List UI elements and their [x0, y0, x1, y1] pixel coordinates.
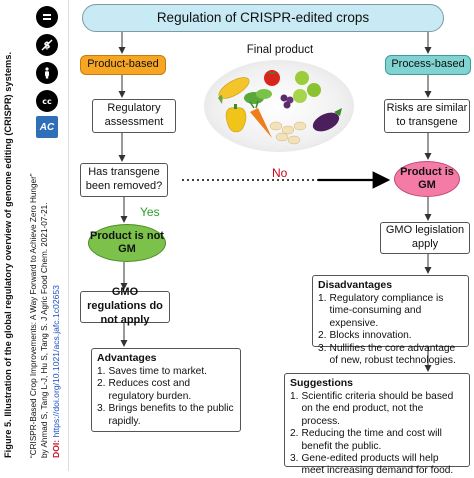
- list-item: 1. Saves time to market.: [97, 366, 235, 378]
- advantages-title: Advantages: [97, 352, 157, 364]
- list-item-number: 3.: [97, 403, 106, 415]
- svg-text:cc: cc: [42, 97, 52, 106]
- list-item: 3. Gene-edited products will help meet i…: [290, 453, 464, 478]
- regulatory-assessment-box: Regulatory assessment: [92, 99, 176, 133]
- list-item-number: 1.: [290, 390, 299, 402]
- list-item-text: Reduces cost and regulatory burden.: [108, 378, 192, 402]
- eggplant-icon: [312, 108, 342, 132]
- green-apples-icon: [293, 71, 321, 103]
- berries-icon: [280, 94, 294, 109]
- disadvantages-panel: Disadvantages 1. Regulatory compliance i…: [312, 275, 469, 366]
- yes-label: Yes: [140, 205, 160, 219]
- list-item-text: Blocks innovation.: [329, 330, 412, 342]
- gmo-legislation-apply-box: GMO legislation apply: [380, 222, 470, 254]
- list-item-number: 2.: [97, 378, 106, 390]
- svg-text:$: $: [44, 41, 51, 52]
- suggestions-title: Suggestions: [290, 377, 354, 389]
- greens-icon: [244, 89, 272, 104]
- carrot-icon: [249, 100, 272, 138]
- final-product-label: Final product: [246, 44, 314, 56]
- corn-icon: [218, 77, 250, 104]
- advantages-panel: Advantages 1. Saves time to market. 2. R…: [91, 348, 241, 432]
- product-based-header: Product-based: [80, 55, 166, 75]
- list-item: 2. Reducing the time and cost will benef…: [290, 428, 464, 453]
- list-item-text: Nullifies the core advantage of new, rob…: [329, 342, 456, 366]
- list-item-number: 2.: [318, 330, 327, 342]
- list-item: 1. Regulatory compliance is time-consumi…: [318, 293, 463, 330]
- process-based-header: Process-based: [385, 55, 471, 75]
- cc-nd-icon[interactable]: [36, 6, 58, 28]
- list-item-number: 1.: [97, 365, 106, 377]
- list-item-number: 3.: [318, 342, 327, 354]
- cc-by-icon[interactable]: [36, 62, 58, 84]
- disadvantages-title: Disadvantages: [318, 279, 393, 291]
- final-product-illustration: [204, 60, 354, 152]
- list-item-text: Saves time to market.: [108, 365, 208, 377]
- list-item-number: 2.: [290, 428, 299, 440]
- list-item-text: Scientific criteria should be based on t…: [301, 390, 454, 427]
- bell-pepper-icon: [225, 104, 247, 133]
- risks-similar-box: Risks are similar to transgene: [384, 99, 470, 133]
- cc-icon[interactable]: cc: [36, 90, 58, 112]
- list-item: 1. Scientific criteria should be based o…: [290, 391, 464, 428]
- product-is-gm-ellipse: Product is GM: [394, 161, 460, 197]
- list-item-text: Brings benefits to the public rapidly.: [108, 403, 234, 427]
- list-item: 3. Brings benefits to the public rapidly…: [97, 403, 235, 428]
- crops-illustration: [218, 70, 342, 145]
- product-not-gm-ellipse: Product is not GM: [88, 224, 166, 262]
- acs-logo[interactable]: AC: [36, 116, 58, 138]
- diagram-title: Regulation of CRISPR-edited crops: [82, 4, 444, 32]
- list-item-text: Reducing the time and cost will benefit …: [301, 428, 442, 452]
- list-item-number: 3.: [290, 452, 299, 464]
- list-item-text: Regulatory compliance is time-consuming …: [329, 292, 444, 329]
- no-label: No: [272, 166, 288, 180]
- cc-nc-icon[interactable]: $: [36, 34, 58, 56]
- transgene-question-box: Has transgene been removed?: [80, 163, 168, 197]
- list-item: 2. Blocks innovation.: [318, 330, 463, 342]
- beans-icon: [269, 121, 307, 145]
- list-item-text: Gene-edited products will help meet incr…: [301, 452, 454, 477]
- list-item: 2. Reduces cost and regulatory burden.: [97, 378, 235, 403]
- list-item-number: 1.: [318, 292, 327, 304]
- gmo-regulations-not-apply-box: GMO regulations do not apply: [80, 286, 170, 326]
- list-item: 3. Nullifies the core advantage of new, …: [318, 343, 463, 368]
- suggestions-panel: Suggestions 1. Scientific criteria shoul…: [284, 373, 470, 476]
- caption-sidebar: Figure 5. Illustration of the global reg…: [0, 0, 69, 471]
- tomato-icon: [264, 70, 280, 86]
